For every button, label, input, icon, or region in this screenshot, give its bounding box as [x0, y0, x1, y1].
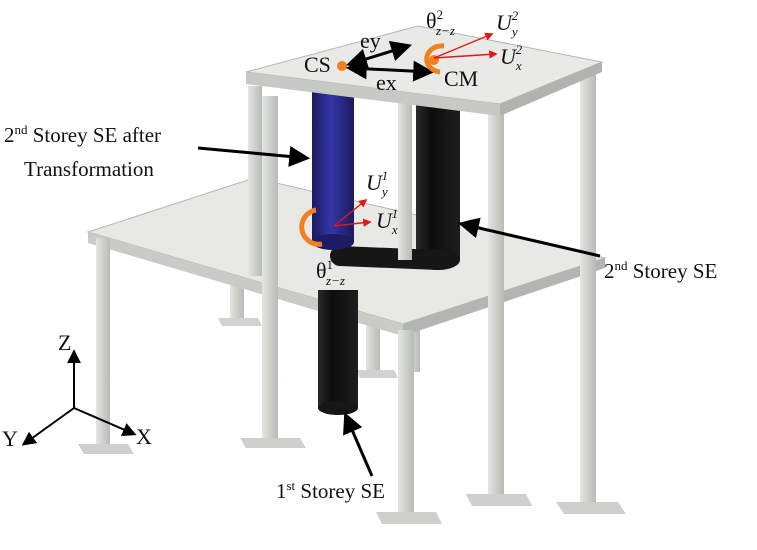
- axis-z-label: Z: [58, 330, 71, 355]
- second-storey-frame: [78, 66, 626, 524]
- ux-bottom-label: Ux1: [376, 206, 398, 237]
- ux-top-label: Ux2: [500, 42, 523, 73]
- cs-label: CS: [304, 52, 331, 77]
- axis-x-label: X: [136, 424, 152, 449]
- cm-label: CM: [444, 66, 478, 91]
- axis-y-label: Y: [2, 426, 18, 451]
- bottom-displacement-vectors: [333, 198, 372, 227]
- second-storey-element: [330, 92, 460, 270]
- ey-label: ey: [360, 28, 381, 53]
- second-storey-element-transformed: [312, 92, 354, 250]
- ex-label: ex: [376, 70, 397, 95]
- first-storey-element: [318, 290, 358, 415]
- uy-bottom-label: Uy1: [366, 168, 388, 199]
- top-displacement-vectors: [433, 32, 498, 59]
- top-rotation-arrow: [424, 43, 445, 75]
- coordinate-axes: [21, 349, 137, 446]
- se2-transformed-label-line1: 2nd Storey SE after: [4, 122, 161, 147]
- se2-label: 2nd Storey SE: [604, 258, 717, 283]
- uy-top-label: Uy2: [496, 8, 519, 39]
- centre-of-stiffness-marker: [337, 61, 347, 71]
- eccentricity-arrows: [345, 40, 435, 82]
- bottom-rotation-arrow: [299, 207, 323, 247]
- se1-label: 1st Storey SE: [276, 478, 385, 503]
- pointer-arrows: [197, 145, 601, 477]
- se2-transformed-label-line2: Transformation: [24, 157, 154, 181]
